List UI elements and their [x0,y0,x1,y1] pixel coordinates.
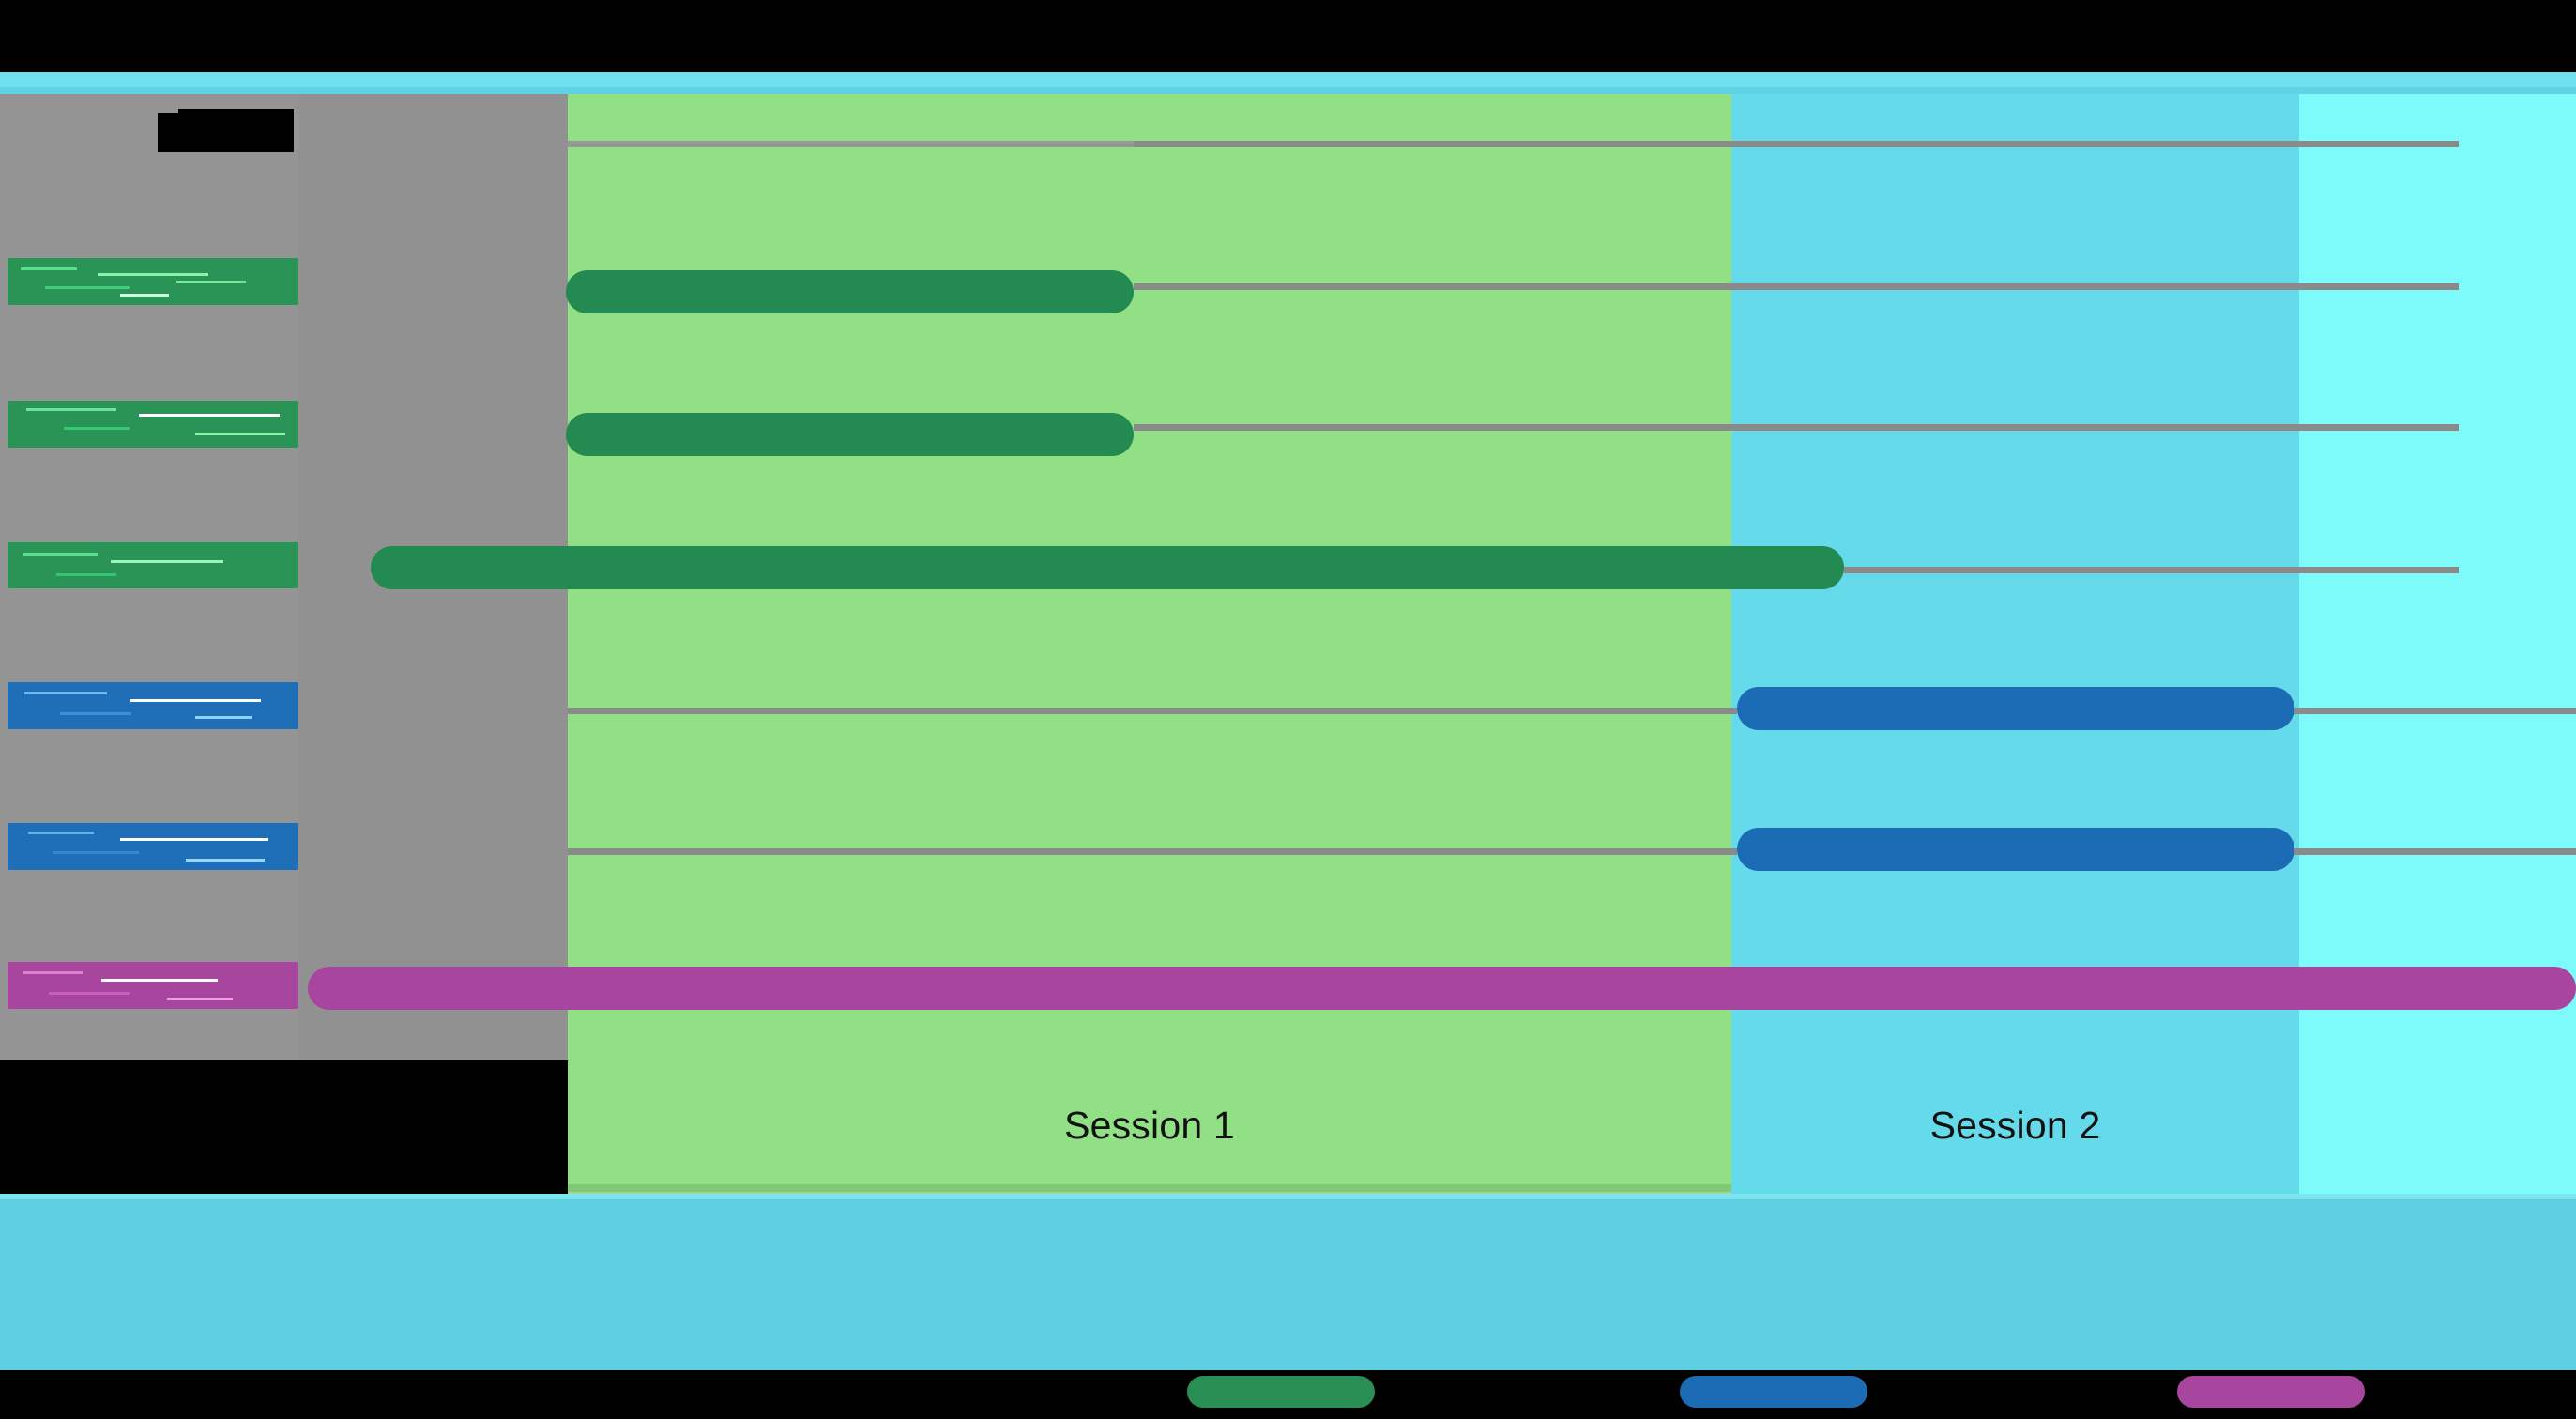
session-band-1-label: Session 1 [1064,1104,1235,1147]
y-axis-label-4 [8,682,298,729]
gridline-3 [1134,424,2459,431]
y-axis-label-2 [8,401,298,448]
bar-green-3[interactable] [371,546,1844,589]
session-band-1: Session 1 [568,94,1731,1197]
bottom-panel [0,1199,2576,1370]
bar-green-2[interactable] [566,413,1134,456]
chart-legend [0,1370,2576,1419]
session-band-1-footer [568,1184,1731,1192]
y-axis-label-1 [8,258,298,305]
legend-swatch-magenta-icon [2177,1376,2365,1408]
bar-green-1[interactable] [566,270,1134,313]
bar-blue-1[interactable] [1737,687,2294,730]
gridline-4 [1844,567,2459,573]
gridline-6 [568,848,1737,855]
session-band-2: Session 2 [1731,94,2299,1197]
legend-swatch-green-icon [1187,1376,1375,1408]
bottom-panel-top-edge [0,1194,2576,1200]
session-band-3 [2299,94,2576,1197]
bar-magenta-1[interactable] [308,967,2576,1010]
y-axis-label-6 [8,962,298,1009]
gridline-5 [568,708,1737,714]
y-axis-label-5 [8,823,298,870]
legend-swatch-blue-icon [1680,1376,1867,1408]
window-chrome-strip-outer [0,72,2576,87]
chart-title-redaction [158,113,294,152]
gridline-5b [2294,708,2576,714]
gridline-2 [1134,283,2459,290]
bar-blue-2[interactable] [1737,828,2294,871]
gridline-6b [2294,848,2576,855]
y-axis-label-3 [8,542,298,588]
session-band-2-label: Session 2 [1929,1104,2101,1147]
gridline-1 [568,141,2459,147]
gridline-1-soft [568,141,1134,147]
